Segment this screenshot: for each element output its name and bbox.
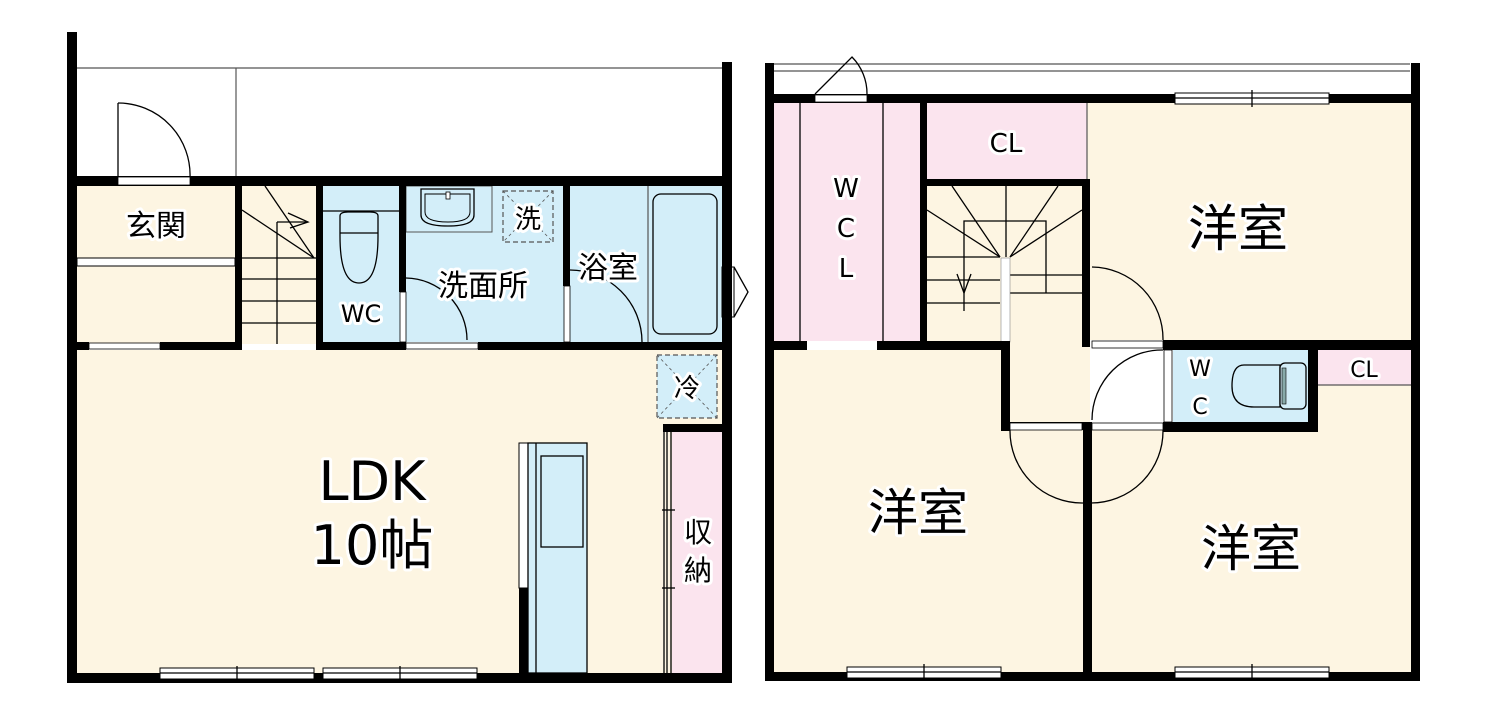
door-western-sw[interactable] bbox=[1009, 429, 1084, 504]
room-western-se-upper bbox=[1318, 385, 1411, 435]
bathroom-door[interactable] bbox=[569, 269, 643, 343]
fridge-label: 冷 bbox=[674, 374, 700, 404]
balcony-door[interactable] bbox=[814, 56, 868, 95]
room-storage-1f bbox=[672, 432, 722, 673]
label-wc-2f-w: W bbox=[1189, 357, 1211, 382]
label-wcl-c: C bbox=[837, 214, 855, 244]
washer-space: 洗 bbox=[502, 190, 554, 243]
label-ldk-size: 10帖 bbox=[311, 514, 434, 577]
stairs-1f-lines bbox=[241, 185, 316, 344]
label-bathroom: 浴室 bbox=[578, 251, 638, 286]
room-closet-top bbox=[927, 103, 1087, 179]
floor-1: 洗 冷 bbox=[67, 32, 749, 683]
label-wcl-l: L bbox=[839, 254, 854, 284]
label-wc-1f: WC bbox=[341, 300, 382, 328]
door-western-se[interactable] bbox=[1089, 429, 1164, 504]
label-western-se: 洋室 bbox=[1201, 520, 1301, 578]
stairs-2f-lines bbox=[926, 185, 1083, 343]
room-western-ne bbox=[1087, 103, 1411, 340]
room-ldk bbox=[77, 350, 722, 673]
label-storage-1: 収 bbox=[684, 516, 712, 549]
entry-door[interactable] bbox=[117, 102, 191, 180]
porch bbox=[67, 32, 732, 182]
bathtub-icon bbox=[647, 186, 749, 342]
room-closet-right bbox=[1318, 350, 1411, 385]
toilet-2f-icon bbox=[1231, 362, 1307, 410]
room-western-se bbox=[1090, 430, 1411, 672]
door-wc-2f[interactable] bbox=[1091, 349, 1164, 421]
room-wcl bbox=[774, 103, 920, 341]
door-western-ne[interactable] bbox=[1091, 266, 1164, 341]
windows-2f bbox=[846, 90, 1330, 681]
label-wc-2f-c: C bbox=[1192, 395, 1207, 420]
label-entrance: 玄関 bbox=[126, 209, 186, 244]
washroom-door[interactable] bbox=[405, 277, 468, 341]
floor-2: W C L CL 洋室 洋室 洋室 W C CL bbox=[765, 56, 1420, 681]
label-washroom: 洗面所 bbox=[438, 269, 528, 304]
label-ldk: LDK bbox=[318, 450, 427, 513]
storage-doors[interactable] bbox=[662, 432, 675, 673]
label-western-ne: 洋室 bbox=[1188, 200, 1288, 258]
sink-icon bbox=[405, 185, 493, 233]
toilet-1f-icon bbox=[323, 210, 402, 284]
label-western-sw: 洋室 bbox=[868, 484, 968, 542]
fridge-space: 冷 bbox=[656, 354, 718, 419]
label-storage-2: 納 bbox=[684, 554, 712, 587]
walls-2f bbox=[765, 94, 1420, 681]
label-wcl-w: W bbox=[833, 174, 859, 204]
washer-label: 洗 bbox=[515, 205, 541, 235]
windows-1f bbox=[159, 666, 478, 682]
room-western-sw bbox=[774, 350, 1083, 672]
label-closet-top: CL bbox=[990, 129, 1023, 159]
kitchen-counter bbox=[518, 442, 588, 674]
stairs-1f bbox=[242, 186, 316, 344]
balcony bbox=[765, 63, 1420, 103]
label-closet-right: CL bbox=[1350, 358, 1378, 383]
